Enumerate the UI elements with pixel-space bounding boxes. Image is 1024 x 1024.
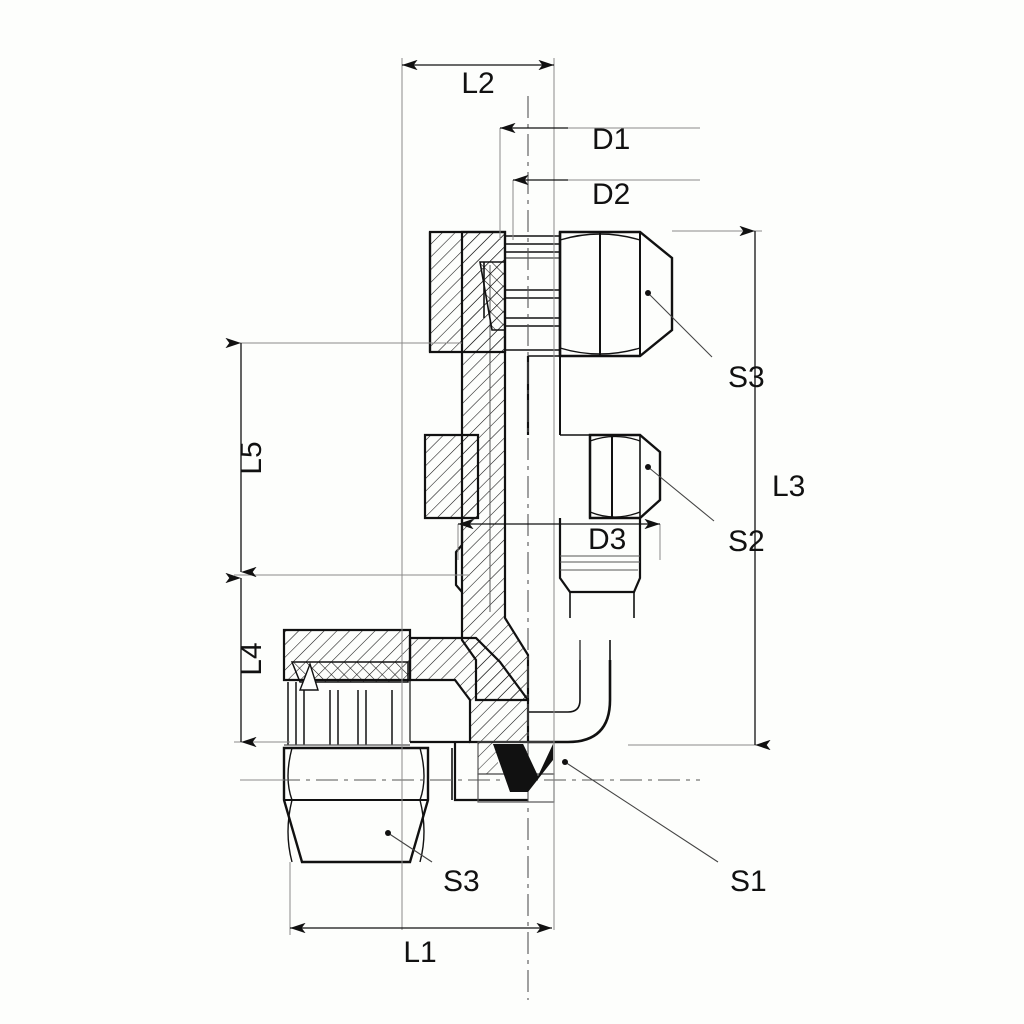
leader-dot-S3-top: [645, 290, 651, 296]
part-label-S1: S1: [730, 865, 767, 898]
leader-S3-top: [647, 292, 713, 358]
dim-label-L5: L5: [235, 441, 268, 474]
leader-dot-S3-bottom: [385, 830, 391, 836]
top-hex-nut: [558, 230, 674, 358]
dim-label-D3: D3: [588, 523, 626, 556]
leader-dot-S2: [645, 464, 651, 470]
vertical-stud-body: [423, 230, 530, 702]
dim-label-D2: D2: [592, 178, 630, 211]
callout-leaders-group: [385, 290, 719, 863]
mid-hex-nut: [588, 433, 662, 520]
elbow-bend: [528, 640, 612, 744]
centerlines-group: [240, 96, 700, 1000]
surface-finish-mark-icon: [493, 744, 553, 792]
part-geometry-group: [282, 230, 674, 864]
extension-lines-group: [234, 58, 762, 935]
part-label-S2: S2: [728, 525, 765, 558]
lower-middle-shoulder: [558, 518, 642, 618]
horizontal-arm-body: [282, 628, 530, 802]
dim-label-L4: L4: [235, 642, 268, 675]
part-label-S3-top: S3: [728, 361, 765, 394]
leader-dot-S1: [562, 759, 568, 765]
labels-group: L2 D1 D2 D3 L5 L4 L3 L1 S3 S2 S1 S3: [235, 67, 805, 969]
dim-label-D1: D1: [592, 123, 630, 156]
dimension-lines-group: [225, 59, 771, 934]
dim-label-L2: L2: [461, 67, 494, 100]
dim-label-L3: L3: [772, 470, 805, 503]
bottom-hex-nut: [282, 746, 453, 864]
part-label-S3-bottom: S3: [443, 865, 480, 898]
thread-detail-left: [284, 682, 410, 746]
leader-S2: [647, 466, 715, 522]
dim-label-L1: L1: [403, 936, 436, 969]
leader-S3-bottom: [387, 832, 433, 863]
leader-S1: [564, 761, 719, 863]
